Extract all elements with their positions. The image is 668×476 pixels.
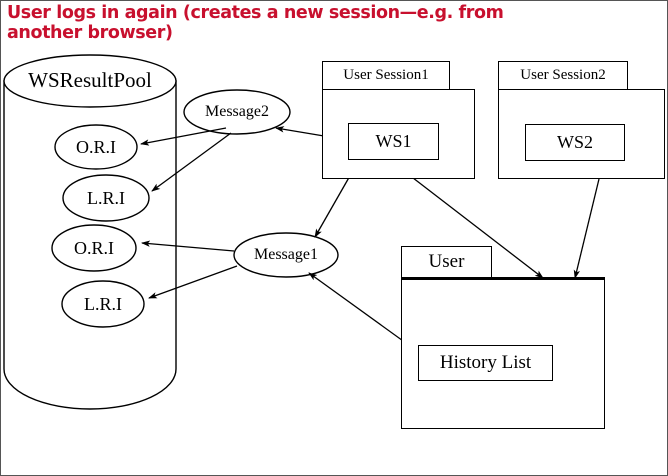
package-tab-user-session-1: User Session1	[322, 61, 450, 90]
edge-ws1-to-user	[390, 160, 544, 279]
record-ori-3	[51, 224, 137, 272]
edge-message1-to-lri4	[148, 265, 238, 299]
message2-ellipse	[183, 89, 291, 135]
member-history-list: History List	[418, 345, 553, 381]
edge-message1-to-ori3	[141, 240, 235, 252]
message1-ellipse	[233, 232, 339, 278]
edge-message2-to-ori1	[140, 127, 227, 146]
member-ws1: WS1	[348, 123, 439, 160]
member-ws2: WS2	[525, 124, 625, 161]
record-lri-4	[61, 280, 145, 328]
diagram-title: User logs in again (creates a new sessio…	[7, 3, 504, 43]
record-ori-1	[54, 124, 138, 170]
package-tab-user-session-2: User Session2	[498, 61, 628, 90]
edge-historylist-to-message1	[308, 272, 418, 352]
package-tab-user: User	[401, 246, 492, 278]
edge-message2-to-lri2	[151, 132, 232, 192]
record-lri-2	[62, 174, 150, 222]
edge-ws2-to-user	[573, 178, 600, 279]
